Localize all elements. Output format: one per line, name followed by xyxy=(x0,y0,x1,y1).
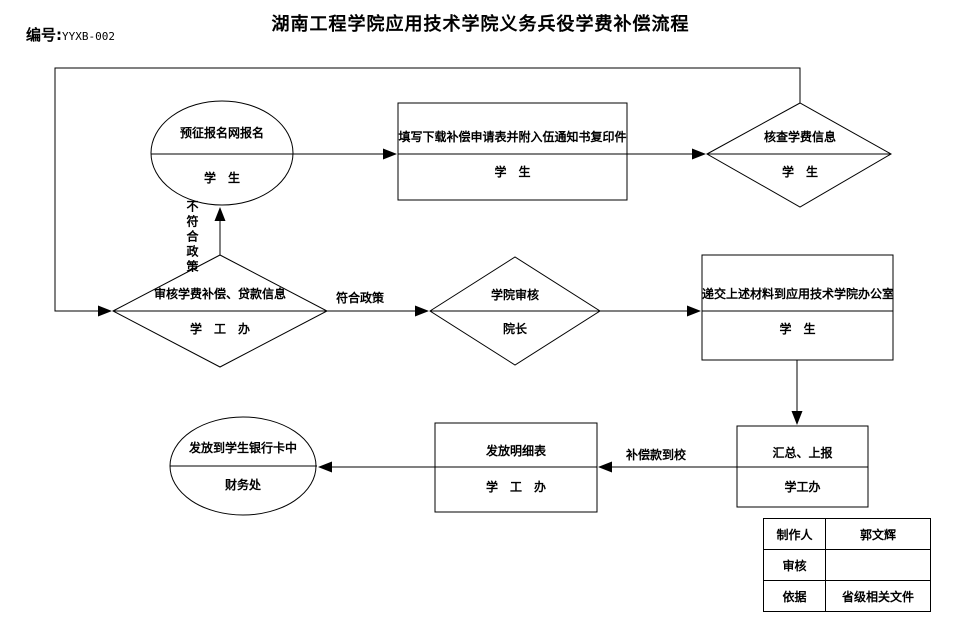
fill-form-actor: 学 生 xyxy=(494,165,531,179)
apply-action: 预征报名网报名 xyxy=(179,126,264,140)
info-table-value: 省级相关文件 xyxy=(825,580,931,612)
node-apply-ellipse xyxy=(150,100,294,206)
edge-label-compliant: 符合政策 xyxy=(336,291,385,305)
edge-label-funds-arrived: 补偿款到校 xyxy=(625,448,686,462)
edge-verify-to-review-loop xyxy=(54,67,801,317)
node-verify-tuition-diamond xyxy=(705,102,893,208)
issue-detail-actor: 学 工 办 xyxy=(485,480,546,494)
verify-tuition-action: 核查学费信息 xyxy=(763,130,836,144)
summarize-report-action: 汇总、上报 xyxy=(772,446,833,460)
info-table-label: 依据 xyxy=(763,580,826,612)
college-review-actor: 院长 xyxy=(502,322,527,336)
review-info-action: 审核学费补偿、贷款信息 xyxy=(153,287,286,301)
fill-form-action: 填写下载补偿申请表并附入伍通知书复印件 xyxy=(398,130,627,144)
document-code: 编号:YYXB-002 xyxy=(26,24,115,45)
review-info-actor: 学 工 办 xyxy=(189,322,250,336)
verify-tuition-actor: 学 生 xyxy=(781,165,818,179)
info-table-label: 制作人 xyxy=(763,518,826,550)
edge-label-not-compliant: 不符合政策 xyxy=(185,200,199,275)
document-code-label: 编号: xyxy=(26,26,62,44)
info-table-value xyxy=(825,549,931,581)
college-review-action: 学院审核 xyxy=(490,288,539,302)
table-row: 制作人 郭文辉 xyxy=(763,518,931,550)
info-table-value: 郭文辉 xyxy=(825,518,931,550)
apply-actor: 学 生 xyxy=(203,171,240,185)
table-row: 审核 xyxy=(763,549,931,581)
node-submit-materials-rect xyxy=(701,254,894,361)
info-table: 制作人 郭文辉 审核 依据 省级相关文件 xyxy=(763,518,931,612)
transfer-bank-action: 发放到学生银行卡中 xyxy=(188,441,297,455)
node-fill-form-rect xyxy=(397,102,628,201)
summarize-report-actor: 学工办 xyxy=(784,480,821,494)
table-row: 依据 省级相关文件 xyxy=(763,580,931,612)
transfer-bank-actor: 财务处 xyxy=(224,478,261,492)
submit-materials-action: 递交上述材料到应用技术学院办公室 xyxy=(702,287,895,301)
info-table-label: 审核 xyxy=(763,549,826,581)
document-code-value: YYXB-002 xyxy=(62,30,115,43)
page-title: 湖南工程学院应用技术学院义务兵役学费补偿流程 xyxy=(271,14,690,35)
submit-materials-actor: 学 生 xyxy=(779,322,816,336)
issue-detail-action: 发放明细表 xyxy=(485,444,546,458)
